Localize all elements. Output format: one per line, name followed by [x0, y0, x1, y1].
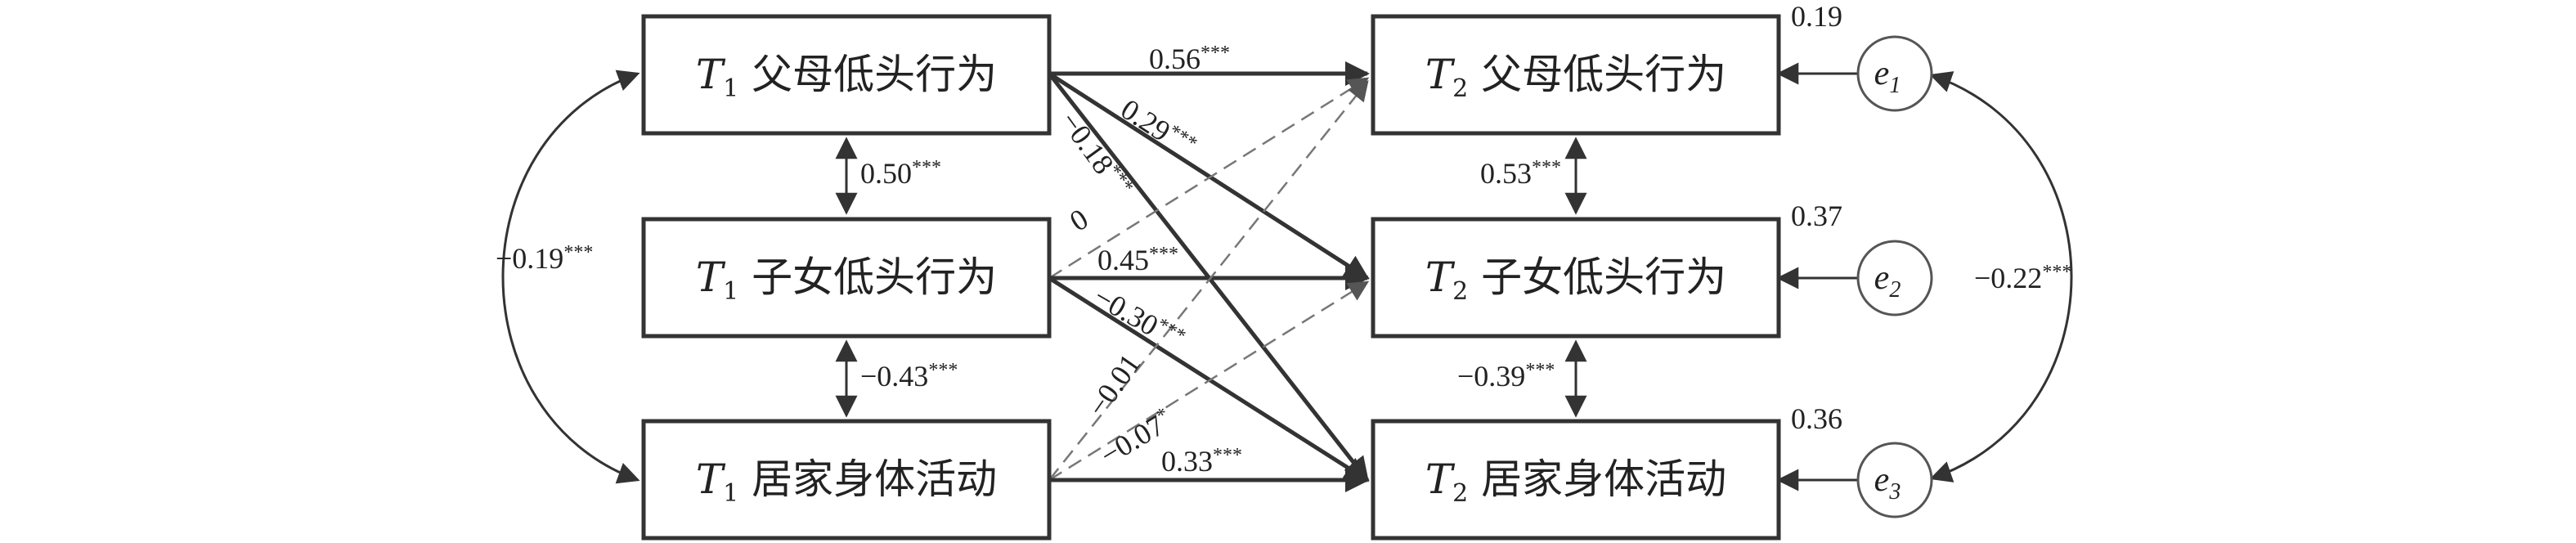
r2-label-3: 0.36	[1791, 402, 1842, 435]
cov-e1-e3-arc	[1929, 71, 2073, 482]
path-activity-to-parent	[1048, 80, 1369, 481]
svg-text:T2 子女低头行为: T2 子女低头行为	[1425, 254, 1726, 306]
cov-label-t2-parent-child: 0.53***	[1480, 157, 1561, 190]
svg-text:T1 居家身体活动: T1 居家身体活动	[696, 455, 997, 508]
coef-parent-to-child: 0.29***	[1115, 92, 1201, 164]
error-node-2: e2	[1856, 240, 1933, 316]
svg-text:e3: e3	[1874, 461, 1901, 505]
path-child-to-activity	[1048, 276, 1370, 482]
node-t2-child-phubbing: T2 子女低头行为	[1371, 217, 1781, 339]
cov-t1-parent-activity-arc	[501, 70, 640, 484]
path-activity-to-child	[1048, 280, 1370, 482]
node-t2-home-physical-activity: T2 居家身体活动	[1371, 419, 1781, 541]
coef-activity-to-activity: 0.33***	[1161, 445, 1242, 478]
svg-text:e1: e1	[1874, 55, 1901, 98]
svg-text:T2 父母低头行为: T2 父母低头行为	[1425, 51, 1726, 103]
coef-child-to-parent: 0	[1064, 202, 1093, 237]
r2-label-1: 0.19	[1791, 0, 1842, 33]
cov-label-e1-e3: −0.22***	[1974, 262, 2071, 294]
coef-parent-to-parent: 0.56***	[1149, 43, 1230, 75]
coef-child-to-activity: −0.30***	[1088, 280, 1189, 357]
coef-activity-to-parent: −0.01	[1081, 348, 1147, 422]
cov-label-t1-child-activity: −0.43***	[860, 360, 958, 393]
cov-label-t1-parent-activity: −0.19***	[496, 242, 593, 275]
node-t2-parent-phubbing: T2 父母低头行为	[1371, 14, 1781, 136]
svg-text:e2: e2	[1874, 259, 1901, 303]
svg-text:T2 居家身体活动: T2 居家身体活动	[1425, 455, 1726, 508]
cov-label-t1-parent-child: 0.50***	[860, 157, 941, 190]
node-t1-home-physical-activity: T1 居家身体活动	[641, 419, 1052, 541]
r2-label-2: 0.37	[1791, 200, 1842, 232]
error-node-1: e1	[1856, 35, 1933, 112]
node-t1-parent-phubbing: T1 父母低头行为	[641, 14, 1052, 136]
coef-child-to-child: 0.45***	[1097, 244, 1178, 276]
path-child-to-parent	[1048, 77, 1370, 280]
cov-label-t2-child-activity: −0.39***	[1457, 360, 1555, 393]
svg-text:T1 子女低头行为: T1 子女低头行为	[696, 254, 997, 306]
error-node-3: e3	[1856, 442, 1933, 518]
node-t1-child-phubbing: T1 子女低头行为	[641, 217, 1052, 339]
path-parent-to-child	[1048, 71, 1370, 280]
svg-text:T1 父母低头行为: T1 父母低头行为	[696, 51, 997, 103]
